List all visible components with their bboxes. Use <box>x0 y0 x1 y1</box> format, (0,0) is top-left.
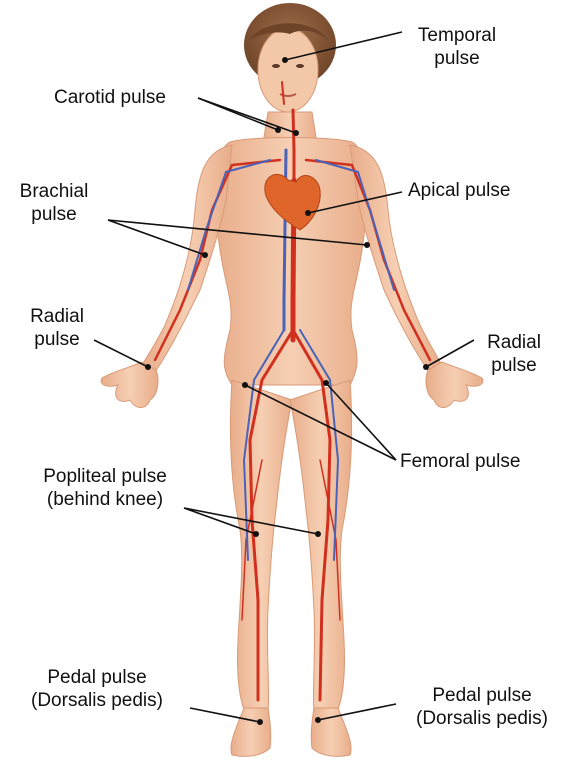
label-line: Radial <box>476 331 552 354</box>
label-line: pulse <box>402 47 512 70</box>
label-line: Apical pulse <box>408 179 510 202</box>
arteries <box>155 82 430 700</box>
label-line: (behind knee) <box>20 488 190 511</box>
label-radial-pulse-left: Radial pulse <box>22 305 92 351</box>
label-apical-pulse: Apical pulse <box>408 179 510 202</box>
label-line: (Dorsalis pedis) <box>6 689 188 712</box>
label-line: Popliteal pulse <box>20 465 190 488</box>
label-line: Pedal pulse <box>6 666 188 689</box>
label-line: pulse <box>476 354 552 377</box>
label-line: Pedal pulse <box>398 684 566 707</box>
label-line: pulse <box>4 203 104 226</box>
leader-radial-left <box>94 340 148 367</box>
label-line: Radial <box>22 305 92 328</box>
label-radial-pulse-right: Radial pulse <box>476 331 552 377</box>
label-line: Brachial <box>4 180 104 203</box>
head <box>244 3 336 112</box>
label-popliteal-pulse: Popliteal pulse (behind knee) <box>20 465 190 511</box>
label-pedal-pulse-right: Pedal pulse (Dorsalis pedis) <box>398 684 566 730</box>
label-carotid-pulse: Carotid pulse <box>54 86 166 109</box>
label-line: pulse <box>22 328 92 351</box>
label-brachial-pulse: Brachial pulse <box>4 180 104 226</box>
label-temporal-pulse: Temporal pulse <box>402 24 512 70</box>
label-femoral-pulse: Femoral pulse <box>400 450 520 473</box>
label-line: Carotid pulse <box>54 86 166 109</box>
label-line: (Dorsalis pedis) <box>398 707 566 730</box>
label-line: Femoral pulse <box>400 450 520 473</box>
label-pedal-pulse-left: Pedal pulse (Dorsalis pedis) <box>6 666 188 712</box>
label-line: Temporal <box>402 24 512 47</box>
